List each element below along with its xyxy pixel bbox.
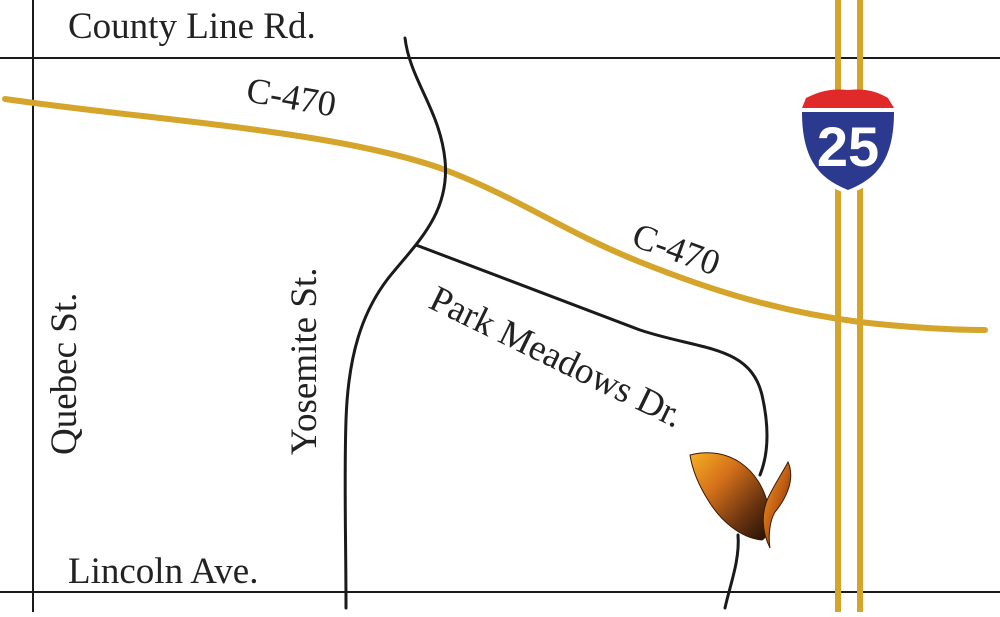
quebec-label: Quebec St.	[44, 293, 85, 455]
interstate-shield-icon: 25	[798, 89, 898, 194]
park-meadows-label: Park Meadows Dr.	[423, 278, 689, 436]
park-meadows-drive-south	[723, 533, 740, 610]
c470-label-west: C-470	[244, 69, 340, 124]
yosemite-label: Yosemite St.	[284, 268, 325, 455]
lincoln-label: Lincoln Ave.	[68, 551, 258, 592]
leaf-marker-icon	[689, 452, 792, 549]
county-line-label: County Line Rd.	[68, 6, 316, 47]
c470-highway	[2, 96, 988, 333]
yosemite-street-road	[343, 36, 448, 610]
park-meadows-drive-road	[414, 243, 769, 477]
interstate-number: 25	[817, 115, 879, 178]
